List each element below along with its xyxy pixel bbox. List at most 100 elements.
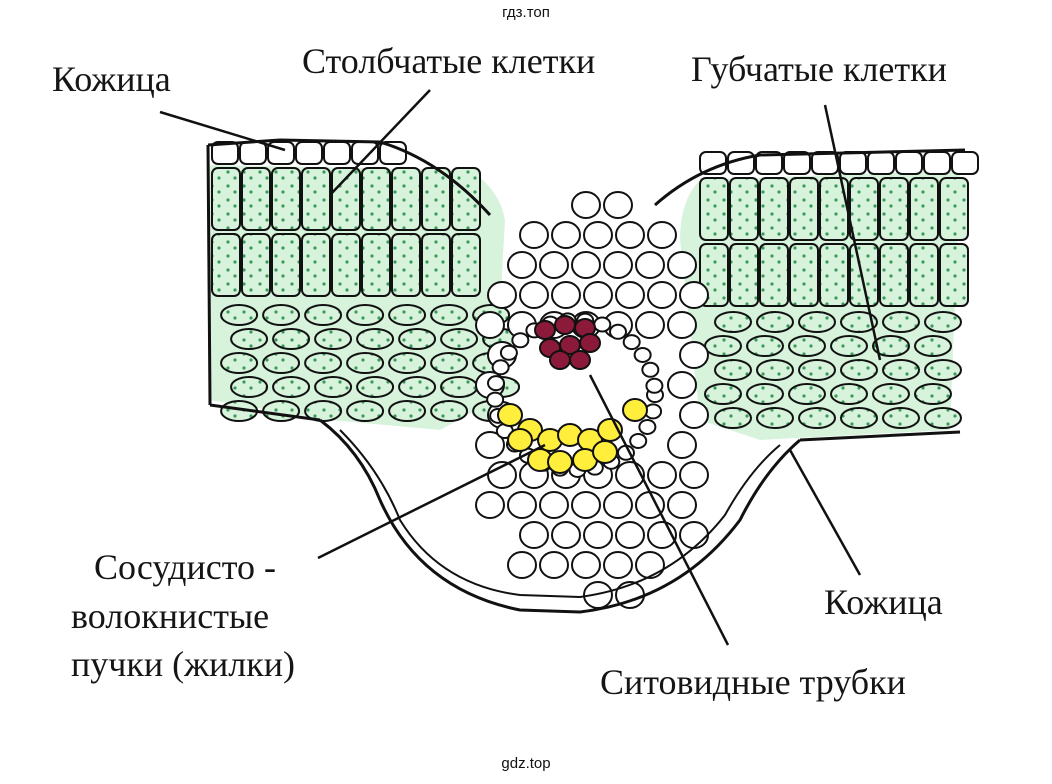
- bundle-sheath-cell: [641, 361, 660, 378]
- palisade-cell: [391, 167, 421, 231]
- pointer-skin-top: [159, 110, 286, 152]
- parenchyma-cell: [635, 311, 665, 339]
- epidermis-cell: [895, 151, 923, 175]
- spongy-cell: [220, 352, 259, 374]
- palisade-cell: [819, 243, 849, 307]
- parenchyma-cell: [615, 221, 645, 249]
- parenchyma-cell: [539, 551, 569, 579]
- epidermis-cell: [923, 151, 951, 175]
- palisade-cell: [211, 233, 241, 297]
- bundle-sheath-cell: [645, 377, 664, 394]
- lower-epidermis-left: [209, 403, 321, 422]
- parenchyma-cell: [647, 221, 677, 249]
- bundle-sheath-cell: [609, 323, 628, 340]
- spongy-cell: [356, 376, 395, 398]
- phloem-cell: [554, 315, 576, 335]
- parenchyma-cell: [571, 551, 601, 579]
- parenchyma-cell: [679, 341, 709, 369]
- parenchyma-cell: [603, 251, 633, 279]
- epidermis-cell: [951, 151, 979, 175]
- epidermis-cell: [211, 141, 239, 165]
- bundle-sheath-cell: [633, 346, 652, 363]
- parenchyma-cell: [583, 221, 613, 249]
- spongy-cell: [830, 383, 868, 405]
- epidermis-cell: [755, 151, 783, 175]
- epidermis-cell: [323, 141, 351, 165]
- epidermis-cell: [239, 141, 267, 165]
- parenchyma-cell: [551, 521, 581, 549]
- parenchyma-cell: [679, 521, 709, 549]
- spongy-cell: [262, 304, 301, 326]
- bundle-sheath-cell: [593, 316, 612, 333]
- bundle-sheath-cell: [499, 344, 518, 361]
- spongy-cell: [872, 335, 910, 357]
- spongy-cell: [220, 304, 259, 326]
- palisade-cell: [211, 167, 241, 231]
- parenchyma-cell: [507, 251, 537, 279]
- parenchyma-cell: [519, 281, 549, 309]
- spongy-cell: [430, 352, 469, 374]
- spongy-cell: [398, 328, 437, 350]
- epidermis-cell: [867, 151, 895, 175]
- palisade-cell: [759, 243, 789, 307]
- label-vascular-line2: волокнистые: [71, 596, 270, 636]
- spongy-cell: [872, 383, 910, 405]
- label-vascular-line3: пучки (жилки): [71, 644, 295, 684]
- spongy-cell: [746, 335, 784, 357]
- parenchyma-cell: [679, 461, 709, 489]
- bundle-sheath-cell: [511, 332, 530, 349]
- spongy-cell: [840, 311, 878, 333]
- spongy-cell: [788, 383, 826, 405]
- parenchyma-cell: [679, 281, 709, 309]
- pointer-palisade: [329, 89, 431, 196]
- palisade-cell: [879, 177, 909, 241]
- spongy-cell: [440, 376, 479, 398]
- palisade-cell: [789, 177, 819, 241]
- parenchyma-cell: [551, 221, 581, 249]
- label-spongy-cells: Губчатые клетки: [691, 49, 947, 89]
- watermark-bottom: gdz.top: [501, 755, 551, 772]
- parenchyma-cell: [539, 251, 569, 279]
- spongy-cell: [304, 352, 343, 374]
- label-skin-top: Кожица: [52, 59, 171, 99]
- watermark-top: гдз.топ: [502, 4, 550, 21]
- epidermis-cell: [295, 141, 323, 165]
- lower-epidermis-right: [799, 430, 961, 442]
- spongy-cell: [388, 304, 427, 326]
- phloem-cell: [569, 350, 591, 370]
- spongy-cell: [272, 376, 311, 398]
- xylem-cell: [592, 440, 618, 464]
- left-cut-edge: [206, 144, 212, 406]
- parenchyma-cell: [647, 461, 677, 489]
- phloem-cell: [534, 320, 556, 340]
- xylem-cell: [507, 428, 533, 452]
- palisade-cell: [421, 233, 451, 297]
- label-skin-bottom: Кожица: [824, 582, 943, 622]
- spongy-cell: [704, 335, 742, 357]
- palisade-cell: [241, 233, 271, 297]
- palisade-cell: [361, 167, 391, 231]
- palisade-cell: [939, 243, 969, 307]
- parenchyma-cell: [571, 191, 601, 219]
- bundle-sheath-cell: [486, 391, 505, 408]
- parenchyma-cell: [647, 281, 677, 309]
- palisade-cell: [361, 233, 391, 297]
- spongy-cell: [788, 335, 826, 357]
- parenchyma-cell: [583, 521, 613, 549]
- spongy-cell: [914, 335, 952, 357]
- spongy-cell: [924, 359, 962, 381]
- phloem-cell: [549, 350, 571, 370]
- spongy-cell: [882, 359, 920, 381]
- spongy-cell: [798, 407, 836, 429]
- spongy-cell: [314, 376, 353, 398]
- label-vascular-line1: Сосудисто -: [94, 547, 276, 587]
- spongy-cell: [346, 304, 385, 326]
- phloem-cells: [534, 315, 601, 370]
- palisade-cell: [729, 177, 759, 241]
- epidermis-cell: [783, 151, 811, 175]
- pointer-spongy: [823, 104, 882, 361]
- parenchyma-cell: [603, 491, 633, 519]
- palisade-cell: [909, 243, 939, 307]
- bundle-sheath-cell: [487, 375, 506, 392]
- epidermis-cell: [811, 151, 839, 175]
